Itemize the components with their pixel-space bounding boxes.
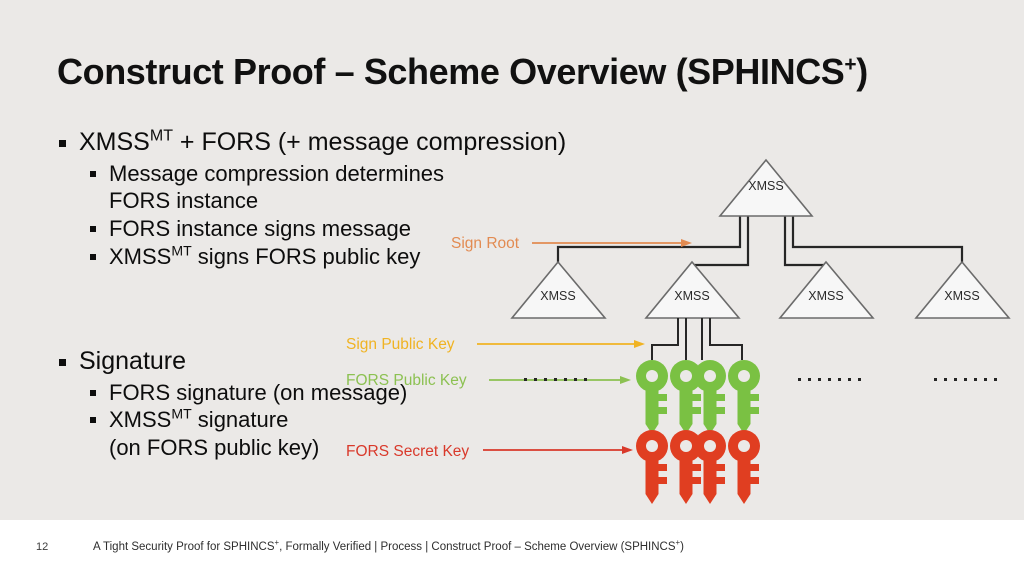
leaf-tree-4-label: XMSS — [944, 289, 979, 303]
footer-bar — [0, 520, 1024, 576]
page-title: Construct Proof – Scheme Overview (SPHIN… — [57, 52, 957, 92]
bullet-text-post: signs FORS public key — [191, 244, 421, 270]
bullet-text-post: + FORS (+ message compression) — [172, 128, 567, 156]
bullet-text-post: signature — [191, 407, 289, 433]
fors-secret-key-1 — [636, 430, 668, 504]
connector-root-to-leaf3 — [783, 216, 828, 267]
sign-root-arrow — [532, 239, 692, 247]
tree-connectors — [556, 216, 964, 267]
bullet-text-pre: FORS instance — [109, 188, 259, 214]
sign-public-key-arrow — [477, 340, 645, 348]
bullet-group-overview: XMSSMT + FORS (+ message compression) Me… — [57, 128, 566, 271]
ellipsis-leaf-tree-4 — [934, 378, 997, 381]
footer-text-pre: A Tight Security Proof for SPHINCS — [93, 541, 275, 553]
leaf-tree-1: XMSS — [510, 260, 607, 319]
label-fors-public-key: FORS Public Key — [346, 372, 467, 389]
bullet-text-superscript: MT — [171, 242, 192, 259]
leaf-tree-3-label: XMSS — [808, 289, 843, 303]
leaf-tree-4: XMSS — [914, 260, 1011, 319]
bullet-text-pre: (on FORS public key) — [109, 435, 320, 461]
label-sign-root: Sign Root — [451, 235, 520, 252]
leaf-to-key-connectors — [651, 318, 743, 360]
root-tree: XMSS — [718, 158, 814, 217]
bullet-item: FORS signature (on message) — [57, 379, 407, 407]
page-title-superscript: + — [844, 53, 857, 76]
bullet-text-pre: Signature — [79, 347, 187, 375]
sphincs-scheme-diagram: XMSS XMSS XMSS XMSS XMSS — [477, 158, 1011, 504]
fors-public-key-4 — [728, 360, 760, 434]
bullet-text-pre: FORS instance signs message — [109, 216, 412, 242]
fors-public-key-dots — [524, 378, 587, 381]
leaf-tree-2: XMSS — [644, 260, 741, 319]
page-title-close: ) — [856, 51, 868, 92]
footer-superscript-1: + — [274, 538, 280, 548]
ellipsis-leaf-tree-3 — [798, 378, 861, 381]
page-title-main: Construct Proof – Scheme Overview (SPHIN… — [57, 51, 845, 92]
fors-public-keys — [636, 360, 760, 434]
page-number: 12 — [36, 541, 49, 553]
bullet-item: Signature — [57, 347, 407, 377]
fors-secret-key-4 — [728, 430, 760, 504]
fors-secret-keys — [636, 430, 760, 504]
footer-text-end: ) — [680, 541, 684, 553]
label-sign-public-key: Sign Public Key — [346, 336, 455, 353]
bullet-item: XMSSMT + FORS (+ message compression) — [57, 128, 566, 158]
footer-text-mid: , Formally Verified | Process | Construc… — [279, 541, 676, 553]
bullet-text-pre: Message compression determines — [109, 160, 445, 186]
bullet-text-pre: FORS signature (on message) — [109, 379, 408, 405]
leaf-tree-1-label: XMSS — [540, 289, 575, 303]
bullet-text-superscript: MT — [171, 406, 192, 423]
bullet-text-pre: XMSS — [109, 244, 172, 270]
bullet-text-superscript: MT — [149, 127, 173, 145]
bullet-item: XMSSMT signs FORS public key — [57, 243, 566, 271]
label-fors-secret-key: FORS Secret Key — [346, 443, 470, 460]
bullet-group-signature: Signature FORS signature (on message) XM… — [57, 347, 407, 462]
bullet-text-pre: XMSS — [79, 128, 150, 156]
bullet-item-continuation: FORS instance — [57, 187, 566, 215]
fors-secret-key-arrow — [483, 446, 633, 454]
bullet-item: Message compression determines — [57, 160, 566, 188]
connector-leaf2-to-key4 — [709, 318, 743, 360]
fors-public-key-1 — [636, 360, 668, 434]
footer-superscript-2: + — [675, 538, 681, 548]
connector-root-to-leaf4 — [791, 216, 964, 262]
bullet-item-continuation: (on FORS public key) — [57, 434, 407, 462]
leaf-tree-3: XMSS — [778, 260, 875, 319]
footer-breadcrumb: A Tight Security Proof for SPHINCS+, For… — [93, 538, 684, 553]
bullet-text-pre: XMSS — [109, 407, 172, 433]
connector-leaf2-to-key1 — [651, 318, 679, 360]
root-tree-label: XMSS — [748, 179, 783, 193]
connector-root-to-leaf1 — [556, 216, 742, 262]
leaf-tree-2-label: XMSS — [674, 289, 709, 303]
bullet-item: FORS instance signs message — [57, 215, 566, 243]
fors-public-key-arrow — [489, 376, 631, 384]
bullet-item: XMSSMT signature — [57, 406, 407, 434]
